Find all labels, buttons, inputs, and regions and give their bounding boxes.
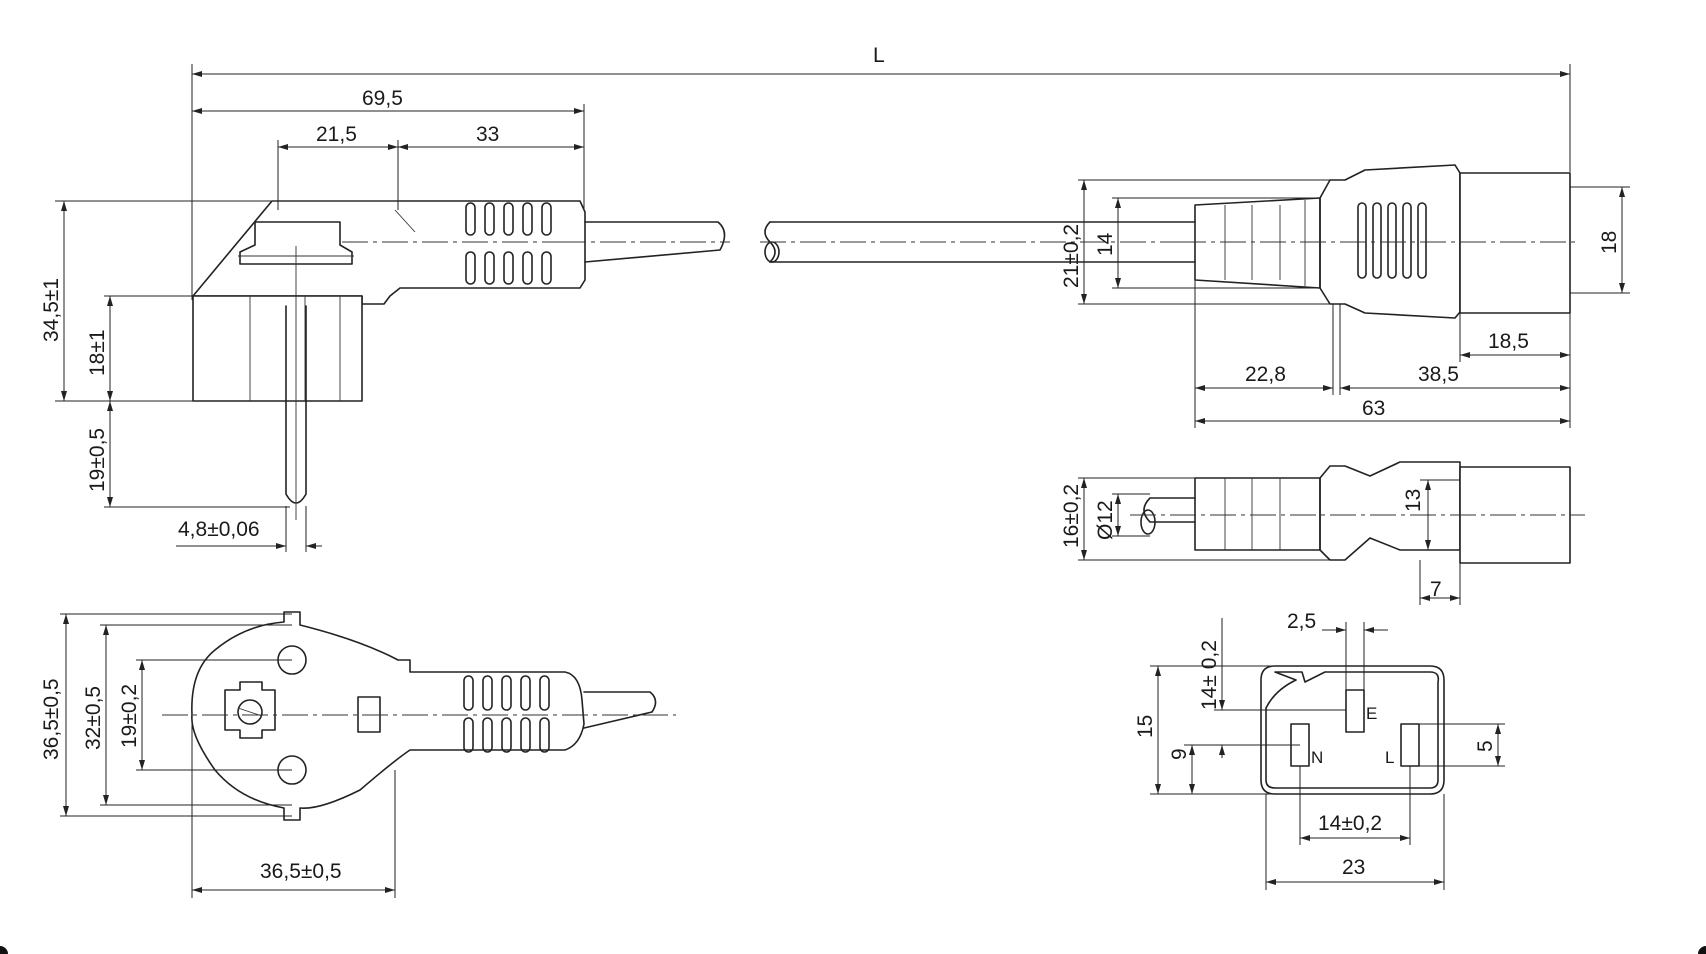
contact-label-earth: E [1366,704,1377,723]
dim-connector-neck-height: 14 [1094,232,1117,256]
socket-face-inner [1265,671,1440,789]
dim-cable-diameter: Ø12 [1094,500,1117,540]
dim-face-height-outer: 36,5±0,5 [40,678,63,760]
dimension-labels: L 69,5 21,5 33 34,5±1 18±1 19±0,5 4,8±0,… [40,44,1621,883]
dim-plug-height: 34,5±1 [40,278,63,342]
connector-grip-ribs [1357,202,1427,279]
dim-socket-slot-height: 5 [1474,740,1497,752]
dimension-lines [55,64,1630,898]
face-grip-ribs [463,675,550,753]
dim-plug-side-length: 69,5 [362,87,403,110]
dim-side-lip-length: 7 [1430,578,1442,601]
dim-connector-grip-length: 38,5 [1418,363,1459,386]
connector-sleeve [1194,197,1321,289]
corner-mark-bottom-right [1698,946,1706,954]
plug-face-outline [191,611,585,821]
contact-label-neutral: N [1311,748,1323,767]
dim-connector-head-height: 18 [1598,231,1621,254]
dim-socket-line-offset: 9 [1168,748,1191,760]
dim-socket-slot-width: 2,5 [1287,610,1316,633]
dim-plug-grip-offset: 21,5 [316,123,357,146]
corner-mark-bottom-left [0,946,8,954]
plug-face-view [162,611,676,821]
connector-head [1459,172,1571,314]
cable-break-right [760,221,1196,263]
dim-connector-body-height: 21±0,2 [1060,224,1083,288]
socket-face-view: E N L [1260,665,1445,795]
dim-socket-earth-offset: 14± 0,2 [1198,640,1221,710]
dim-connector-total-length: 63 [1362,397,1385,420]
dim-socket-pin-spacing: 14±0,2 [1318,812,1382,835]
dim-face-width: 36,5±0,5 [260,860,342,883]
contact-label-line: L [1385,748,1394,767]
dim-connector-sleeve-length: 22,8 [1245,363,1286,386]
dim-socket-height: 15 [1134,715,1157,738]
dim-side-head-height: 13 [1402,489,1425,512]
dim-connector-head-length: 18,5 [1488,330,1529,353]
socket-slot-earth [1345,689,1365,733]
dim-pin-spacing: 19±0,2 [118,684,141,748]
plug-face-pin-slot [224,681,276,739]
dim-plug-grip-length: 33 [476,123,499,146]
socket-slot-line [1400,723,1420,767]
side-cable [1143,497,1196,523]
plug-side-view [192,200,730,520]
plug-cable-stub [584,221,726,263]
plug-grip-ribs [465,202,552,285]
side-sleeve [1194,477,1321,551]
dim-side-body-height: 16±0,2 [1060,484,1083,548]
socket-face-outline [1260,665,1445,795]
connector-side-view [1130,461,1585,564]
dim-face-height-inner: 32±0,5 [82,686,105,750]
dim-plug-body-height: 18±1 [86,329,109,376]
connector-top-view [1180,164,1575,319]
plug-lower-block [192,295,363,402]
side-grip [1319,461,1461,561]
dim-pin-length: 19±0,5 [86,428,109,492]
dim-overall-length: L [873,44,885,67]
plug-collar [239,221,353,265]
dim-pin-diameter: 4,8±0,06 [178,518,260,541]
dim-socket-width: 23 [1342,856,1365,879]
